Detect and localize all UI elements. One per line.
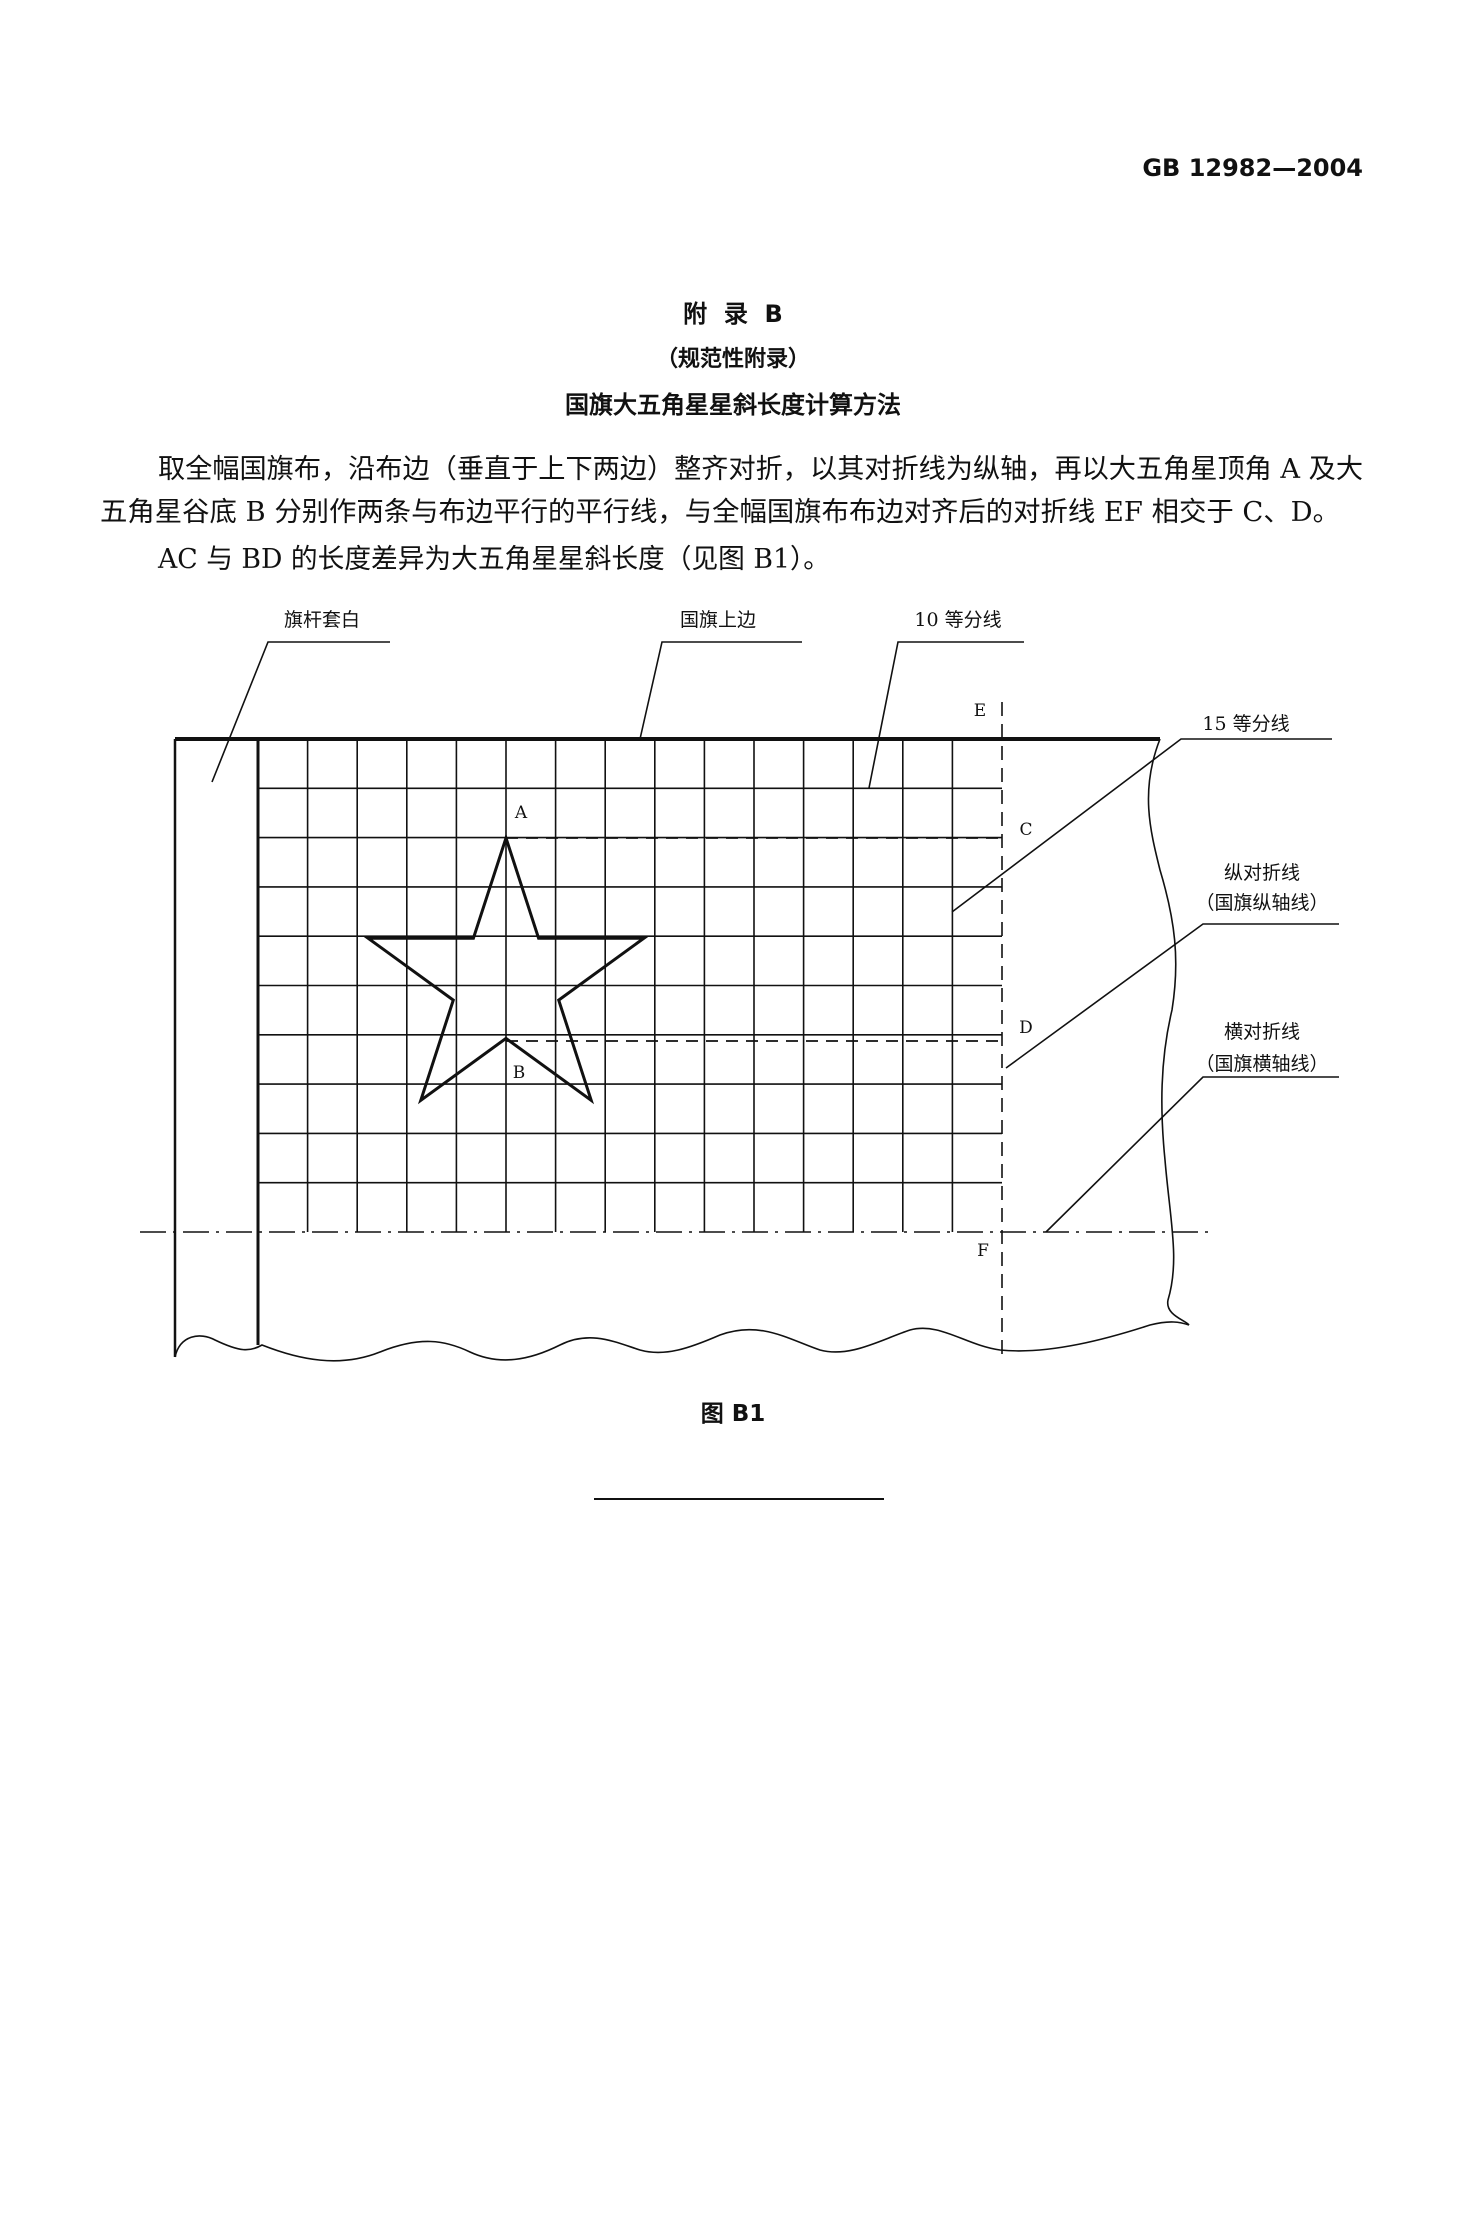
label-horizontal-fold-note: （国旗横轴线） — [1195, 1053, 1328, 1075]
figure-b1 — [140, 641, 1339, 1362]
body-line-3: AC 与 BD 的长度差异为大五角星星斜长度（见图 B1）。 — [157, 544, 830, 575]
body-line-2: 五角星谷底 B 分别作两条与布边平行的平行线，与全幅国旗布布边对齐后的对折线 E… — [100, 497, 1340, 528]
appendix-title: 国旗大五角星星斜长度计算方法 — [565, 391, 901, 419]
label-vertical-fold-note: （国旗纵轴线） — [1195, 892, 1328, 914]
label-vertical-fold: 纵对折线 — [1224, 862, 1300, 884]
appendix-type: （规范性附录） — [656, 346, 810, 372]
label-flag-top-edge: 国旗上边 — [680, 609, 756, 631]
point-label-b: B — [513, 1063, 526, 1083]
large-five-pointed-star — [363, 833, 649, 1105]
label-pole-sleeve: 旗杆套白 — [284, 609, 360, 631]
point-label-c: C — [1019, 820, 1032, 840]
appendix-heading: 附 录 B — [683, 300, 783, 328]
standard-number: GB 12982—2004 — [1142, 154, 1363, 182]
division-grid — [258, 739, 1002, 1232]
point-label-e: E — [974, 701, 986, 721]
flag-torn-right-edge — [1147, 738, 1190, 1326]
label-15-division: 15 等分线 — [1202, 713, 1289, 735]
point-label-a: A — [514, 803, 528, 823]
figure-caption: 图 B1 — [701, 1401, 766, 1427]
flag-torn-bottom-edge — [174, 1321, 1190, 1362]
body-line-1: 取全幅国旗布，沿布边（垂直于上下两边）整齐对折，以其对折线为纵轴，再以大五角星顶… — [158, 454, 1363, 485]
label-horizontal-fold: 横对折线 — [1224, 1021, 1300, 1043]
point-label-f: F — [977, 1241, 989, 1261]
point-label-d: D — [1019, 1018, 1033, 1038]
label-10-division: 10 等分线 — [914, 609, 1001, 631]
leader-lines — [211, 641, 1339, 1233]
